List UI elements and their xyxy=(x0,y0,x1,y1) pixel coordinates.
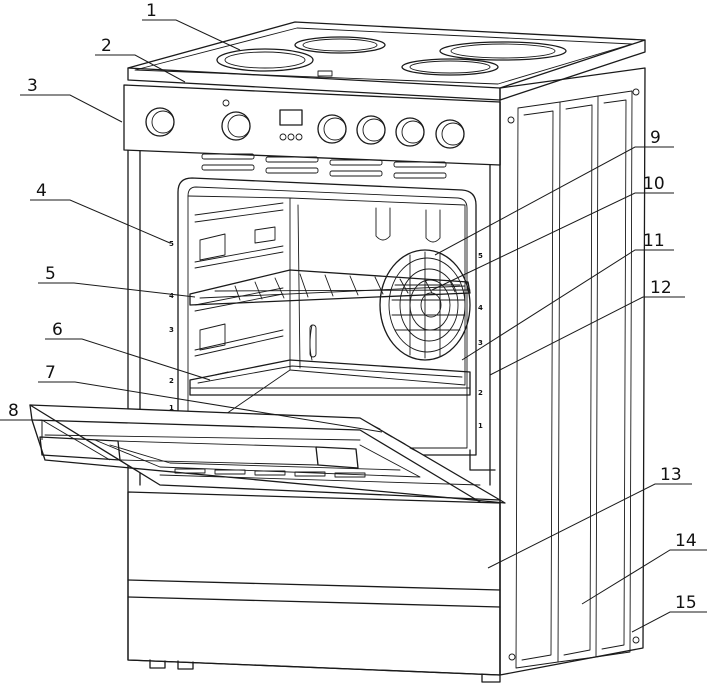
left-mark: 1 xyxy=(169,404,174,412)
right-mark: 2 xyxy=(478,389,483,397)
left-mark: 3 xyxy=(169,326,174,334)
callout-10: 10 xyxy=(643,174,665,194)
wire-shelf xyxy=(189,269,471,306)
indicator-lamp xyxy=(222,99,230,107)
knob-1[interactable] xyxy=(145,107,175,137)
callout-4: 4 xyxy=(36,181,47,201)
timer-button[interactable] xyxy=(295,133,303,141)
vent-slots xyxy=(201,153,447,179)
callout-12: 12 xyxy=(650,278,672,298)
callout-2: 2 xyxy=(101,36,112,56)
callout-13: 13 xyxy=(660,465,682,485)
left-shelf-marks: 5 4 3 2 1 xyxy=(169,240,174,412)
hotplate-rear-left xyxy=(294,36,386,54)
callout-7: 7 xyxy=(45,363,56,383)
hotplate-front-right xyxy=(401,58,499,76)
knob-4[interactable] xyxy=(356,115,386,145)
timer-button[interactable] xyxy=(279,133,287,141)
timer-display xyxy=(279,109,303,126)
knob-6[interactable] xyxy=(435,119,465,149)
door-handle[interactable] xyxy=(39,436,359,469)
callout-15: 15 xyxy=(675,593,697,613)
left-mark: 5 xyxy=(169,240,174,248)
right-mark: 1 xyxy=(478,422,483,430)
knob-3[interactable] xyxy=(317,114,347,144)
cooker-body xyxy=(127,67,646,683)
callout-6: 6 xyxy=(52,320,63,340)
callout-9: 9 xyxy=(650,128,661,148)
hotplate-rear-right xyxy=(439,41,567,61)
hob-top xyxy=(127,21,646,101)
callout-14: 14 xyxy=(675,531,697,551)
left-mark: 4 xyxy=(169,292,174,300)
hotplate-front-left xyxy=(216,48,314,72)
oven-door[interactable] xyxy=(29,404,506,504)
callout-11: 11 xyxy=(643,231,665,251)
callout-labels: 1 2 3 4 5 6 7 8 9 10 11 12 13 14 15 xyxy=(8,1,697,613)
right-mark: 5 xyxy=(478,252,483,260)
left-mark: 2 xyxy=(169,377,174,385)
callout-3: 3 xyxy=(27,76,38,96)
right-mark: 3 xyxy=(478,339,483,347)
callout-1: 1 xyxy=(146,1,157,21)
baking-tray xyxy=(189,359,471,396)
knob-2[interactable] xyxy=(221,111,251,141)
control-panel xyxy=(123,84,501,166)
right-shelf-marks: 5 4 3 2 1 xyxy=(478,252,483,430)
callout-5: 5 xyxy=(45,264,56,284)
leader-lines xyxy=(0,19,707,633)
timer-button[interactable] xyxy=(287,133,295,141)
right-mark: 4 xyxy=(478,304,483,312)
knob-5[interactable] xyxy=(395,117,425,147)
callout-8: 8 xyxy=(8,401,19,421)
convection-fan xyxy=(379,249,471,361)
